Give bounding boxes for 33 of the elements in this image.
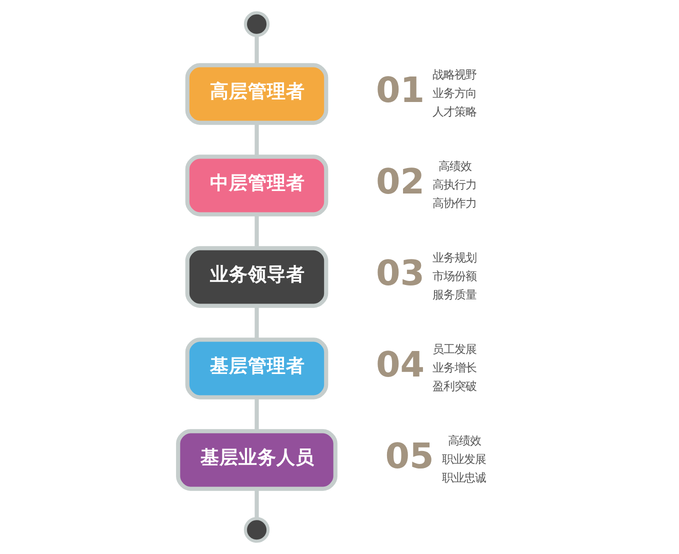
node-label: 战略视野 (432, 68, 477, 82)
node-label: 01 (376, 70, 425, 111)
connector (254, 214, 259, 248)
node-box: 高层管理者 (185, 63, 328, 125)
node-label: 高执行力 (432, 178, 477, 192)
node-circle (244, 517, 270, 543)
node-label: 高绩效 (448, 434, 481, 448)
node-label: 高协作力 (432, 196, 477, 210)
node-label: 职业发展 (442, 452, 486, 466)
node-box: 基层业务人员 (176, 429, 338, 491)
node-label: 02 (376, 162, 425, 202)
node-circle (244, 11, 270, 37)
node-label: 职业忠诚 (442, 471, 486, 484)
node-label: 市场份额 (432, 270, 477, 283)
node-label: 人才策略 (432, 105, 477, 118)
node-label: 高绩效 (438, 160, 472, 173)
node-box: 业务领导者 (185, 246, 328, 308)
node-box: 基层管理者 (185, 338, 328, 400)
node-label: 05 (385, 436, 434, 477)
node-box: 中层管理者 (185, 154, 328, 216)
node-label: 03 (376, 254, 425, 294)
node-label: 业务增长 (432, 361, 477, 374)
connector (254, 122, 259, 157)
connector (254, 489, 259, 518)
node-label: 业务方向 (432, 86, 477, 100)
connector (254, 306, 259, 340)
connector (254, 397, 259, 432)
node-label: 04 (376, 345, 425, 386)
node-label: 业务规划 (432, 251, 477, 264)
node-label: 服务质量 (432, 288, 477, 302)
connector (254, 35, 259, 65)
node-label: 盈利突破 (432, 380, 477, 393)
node-label: 员工发展 (432, 342, 477, 356)
